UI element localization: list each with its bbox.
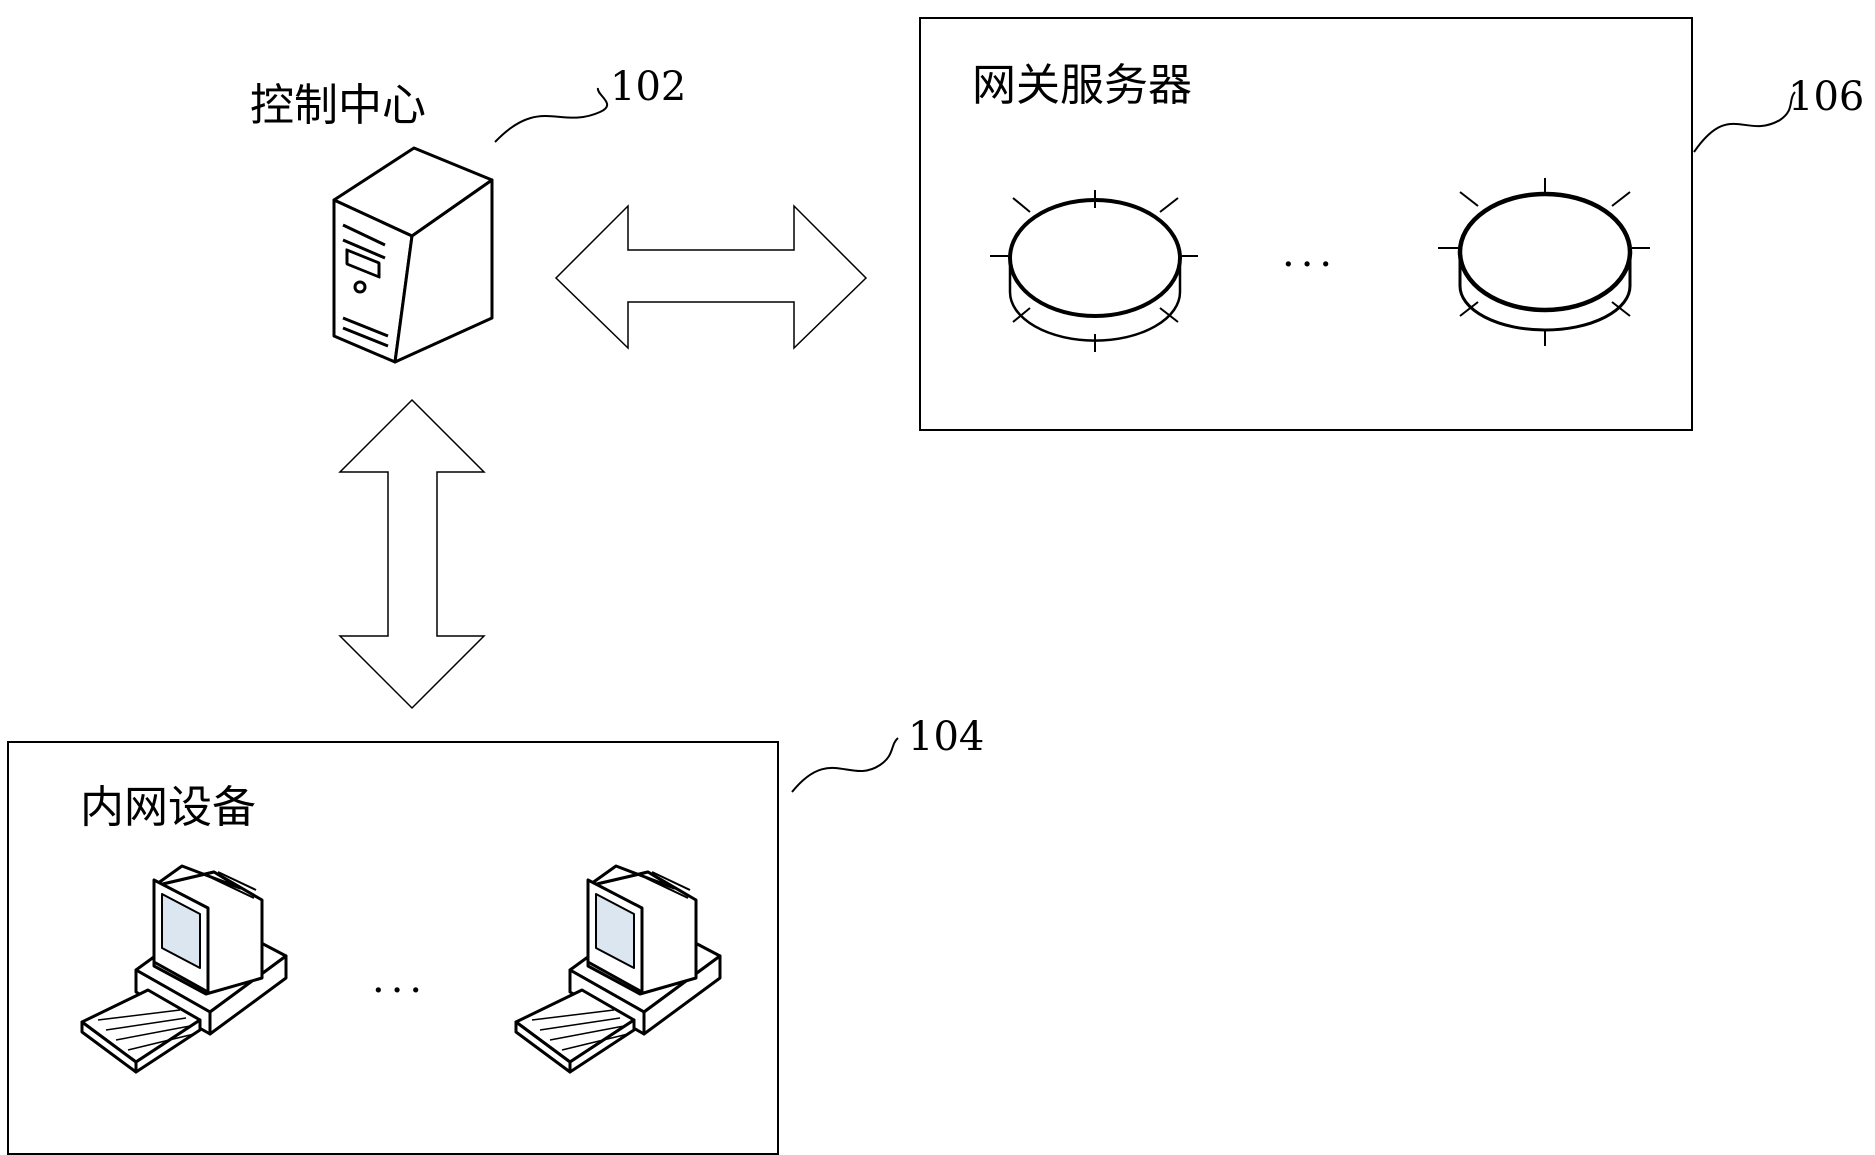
gateway-box	[919, 17, 1693, 431]
gateway-label: 网关服务器	[972, 60, 1192, 111]
intranet-ref: 104	[908, 714, 984, 760]
desktop-computer-icon	[514, 864, 722, 1074]
bidirectional-arrow-horizontal	[554, 204, 868, 350]
router-icon	[1438, 178, 1650, 346]
router-icon	[990, 190, 1198, 352]
intranet-ellipsis: ···	[372, 968, 428, 1014]
gateway-leader-line	[1693, 91, 1796, 153]
gateway-ref: 106	[1788, 74, 1864, 120]
intranet-box	[7, 741, 779, 1155]
intranet-label: 内网设备	[80, 782, 256, 833]
control-center-label: 控制中心	[250, 80, 426, 131]
bidirectional-arrow-vertical	[338, 398, 486, 710]
intranet-leader-line	[791, 737, 899, 793]
server-tower-icon	[332, 146, 494, 364]
control-center-leader-line	[494, 87, 608, 143]
desktop-computer-icon	[80, 864, 288, 1074]
control-center-ref: 102	[610, 64, 686, 110]
gateway-ellipsis: ···	[1282, 242, 1338, 288]
